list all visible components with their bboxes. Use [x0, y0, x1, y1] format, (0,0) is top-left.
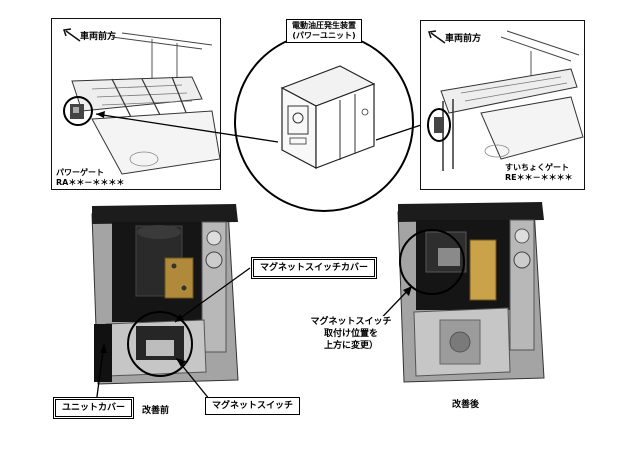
suichoku-gate-illustration: [427, 30, 584, 171]
direction-arrow: [65, 30, 81, 42]
relocation-note-line2: 取付け位置を: [323, 329, 378, 339]
magnet-switch-label: マグネットスイッチ: [205, 397, 301, 415]
unit-highlight-ellipse: [427, 108, 451, 142]
relocation-note: マグネットスイッチ 取付け位置を 上方に変更）: [301, 316, 401, 352]
direction-label-right: 車両前方: [445, 34, 482, 44]
before-caption: 改善前: [142, 406, 170, 416]
leader-magnet-cover: [174, 267, 251, 323]
unit-cover-label: ユニットカバー: [53, 397, 135, 419]
powergate-illustration: [63, 28, 221, 175]
powergate-panel: 車両前方 パワーゲート RA＊＊－＊＊＊＊: [51, 18, 221, 190]
relocation-note-line3: 上方に変更）: [323, 341, 378, 351]
power-unit-title-line1: 電動油圧発生装置: [292, 21, 356, 30]
direction-label: 車両前方: [80, 32, 117, 42]
arrow-to-left: [95, 113, 279, 143]
new-magnet-switch-circle: [399, 229, 465, 295]
magnet-cover-label: マグネットスイッチカバー: [251, 257, 378, 279]
direction-arrow-right: [430, 32, 446, 44]
model-code: RA＊＊－＊＊＊＊: [56, 178, 125, 187]
leader-unit-cover: [95, 343, 105, 405]
power-unit-title-line2: (パワーユニット): [292, 31, 356, 40]
suichoku-gate-panel: 車両前方 すいちょくゲート RE＊＊－＊＊＊＊: [420, 20, 585, 190]
magnet-switch-circle: [127, 311, 193, 377]
relocation-note-line1: マグネットスイッチ: [310, 317, 392, 327]
model-name-right: すいちょくゲート: [505, 163, 569, 172]
model-name: パワーゲート: [56, 168, 104, 177]
model-code-right: RE＊＊－＊＊＊＊: [505, 173, 573, 182]
after-caption: 改善後: [452, 400, 480, 410]
unit-highlight-circle: [63, 96, 93, 126]
power-unit-title: 電動油圧発生装置 (パワーユニット): [286, 19, 362, 43]
